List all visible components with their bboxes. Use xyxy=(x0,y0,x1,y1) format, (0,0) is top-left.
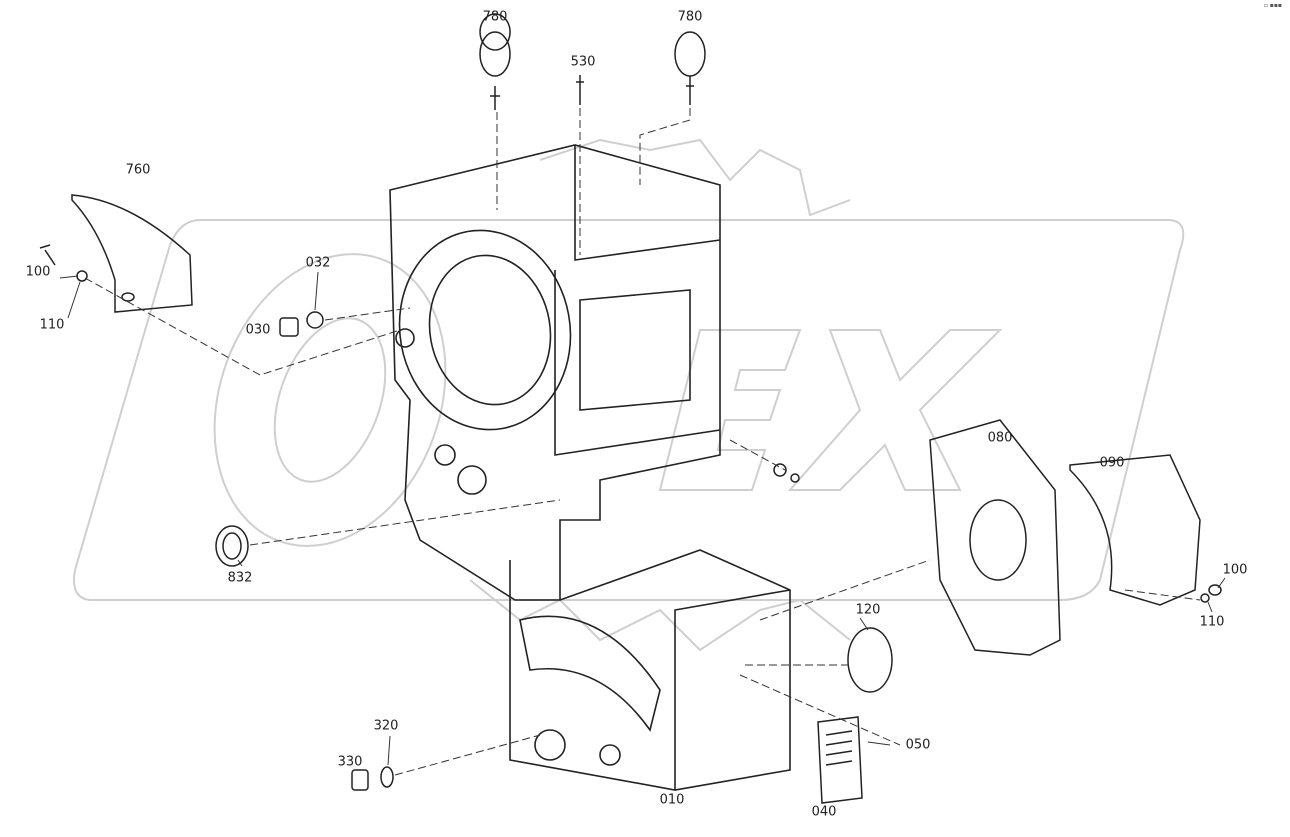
cover-760 xyxy=(71,194,193,313)
part-label-110: 110 xyxy=(1199,614,1225,630)
bolt-100-right xyxy=(1208,584,1222,596)
sensor-530 xyxy=(576,75,584,105)
part-label-010: 010 xyxy=(659,792,685,808)
plug-330 xyxy=(351,769,369,791)
cover-090 xyxy=(1069,454,1201,606)
part-label-090: 090 xyxy=(1099,455,1125,471)
transmission-housing xyxy=(389,144,791,791)
corner-mark: ▫ ▪▪▪ xyxy=(1263,2,1282,9)
cover-120 xyxy=(847,627,893,693)
part-label-760: 760 xyxy=(125,162,151,178)
part-label-030: 030 xyxy=(245,322,271,338)
eye-bolt-780-left xyxy=(479,13,511,110)
part-label-100: 100 xyxy=(1222,562,1248,578)
cover-080 xyxy=(929,419,1061,656)
part-label-530: 530 xyxy=(570,54,596,70)
part-label-780: 780 xyxy=(677,9,703,25)
part-label-040: 040 xyxy=(811,804,837,820)
plate-040 xyxy=(817,716,863,804)
o-ring-032 xyxy=(306,311,324,329)
part-label-050: 050 xyxy=(905,737,931,753)
bolt-100-left xyxy=(39,244,56,266)
part-label-100: 100 xyxy=(25,264,51,280)
part-label-110: 110 xyxy=(39,317,65,333)
part-label-832: 832 xyxy=(227,570,253,586)
label-ticks xyxy=(59,271,1226,766)
leader-lines xyxy=(84,108,1201,776)
part-label-032: 032 xyxy=(305,255,331,271)
part-label-330: 330 xyxy=(337,754,363,770)
part-label-120: 120 xyxy=(855,602,881,618)
seal-832 xyxy=(215,525,249,567)
plug-030 xyxy=(279,317,299,337)
parts xyxy=(39,13,1222,804)
part-label-320: 320 xyxy=(373,718,399,734)
o-ring-320 xyxy=(380,766,394,788)
part-label-080: 080 xyxy=(987,430,1013,446)
part-label-780: 780 xyxy=(482,9,508,25)
